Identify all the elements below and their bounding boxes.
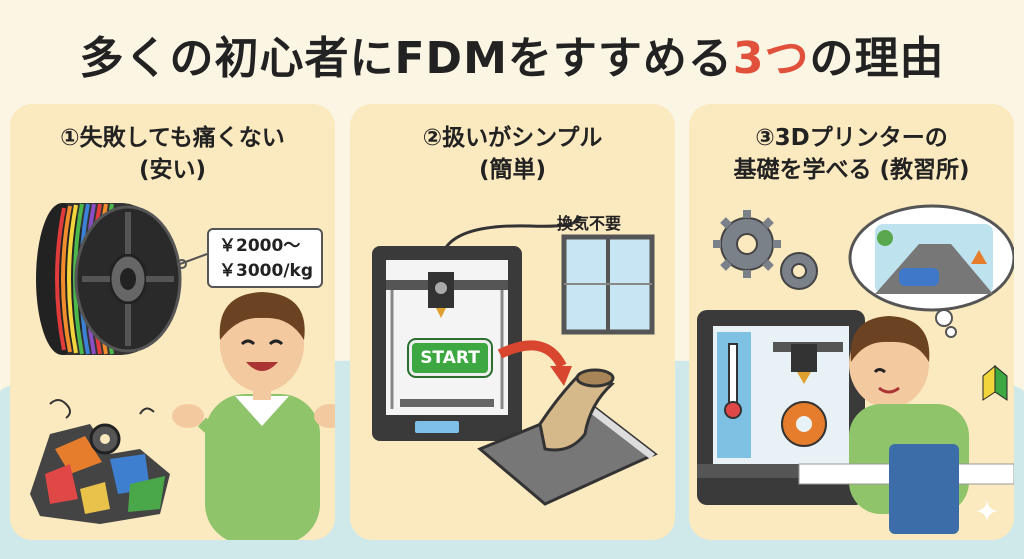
reason-panel-simple: ②扱いがシンプル (簡単) — [350, 104, 675, 540]
filament-feed — [443, 215, 582, 250]
panel-heading-line1: ③3Dプリンターの — [755, 125, 948, 151]
price-tag: ￥2000～ ￥3000/kg — [207, 228, 323, 288]
window-icon — [561, 234, 655, 335]
panel-heading: ①失敗しても痛くない (安い) — [10, 122, 335, 186]
price-line1: ￥2000～ — [219, 236, 301, 256]
learning-illustration — [697, 204, 1014, 534]
gear-icon — [713, 210, 818, 290]
panel-heading-line2: (簡単) — [478, 157, 547, 183]
filament-illustration — [30, 203, 335, 540]
happy-person-icon — [172, 292, 335, 540]
panel-heading-line2: 基礎を学べる (教習所) — [733, 157, 970, 183]
enclosed-printer-icon — [697, 310, 865, 505]
page-title: 多くの初心者にFDMをすすめる3つの理由 — [0, 22, 1024, 86]
beginner-mark-icon — [982, 364, 1008, 401]
learning-person-icon — [798, 316, 1014, 534]
removable-plate-icon — [477, 368, 658, 506]
title-number: 3つ — [732, 33, 810, 84]
title-suffix: の理由 — [809, 33, 945, 84]
panel-heading: ③3Dプリンターの 基礎を学べる (教習所) — [689, 122, 1014, 186]
panel-heading-line2: (安い) — [138, 157, 207, 183]
printer-illustration — [372, 215, 658, 506]
filament-spool-icon — [36, 203, 182, 355]
start-button[interactable]: START — [409, 340, 491, 376]
failed-prints-pile-icon — [30, 399, 170, 524]
panel-heading-line1: ②扱いがシンプル — [422, 125, 603, 151]
arrow-icon — [497, 340, 567, 369]
reason-panel-cheap: ①失敗しても痛くない (安い) — [10, 104, 335, 540]
driving-school-thought-bubble — [848, 204, 1014, 338]
sparkle-icon — [976, 500, 998, 522]
reason-panel-learning: ③3Dプリンターの 基礎を学べる (教習所) — [689, 104, 1014, 540]
no-ventilation-label: 換気不要 — [557, 214, 622, 233]
price-line2: ￥3000/kg — [219, 261, 313, 281]
panel-heading-line1: ①失敗しても痛くない — [60, 125, 285, 151]
tag-string — [179, 253, 208, 265]
title-prefix: 多くの初心者にFDMをすすめる — [79, 33, 733, 84]
panel-heading: ②扱いがシンプル (簡単) — [350, 122, 675, 186]
